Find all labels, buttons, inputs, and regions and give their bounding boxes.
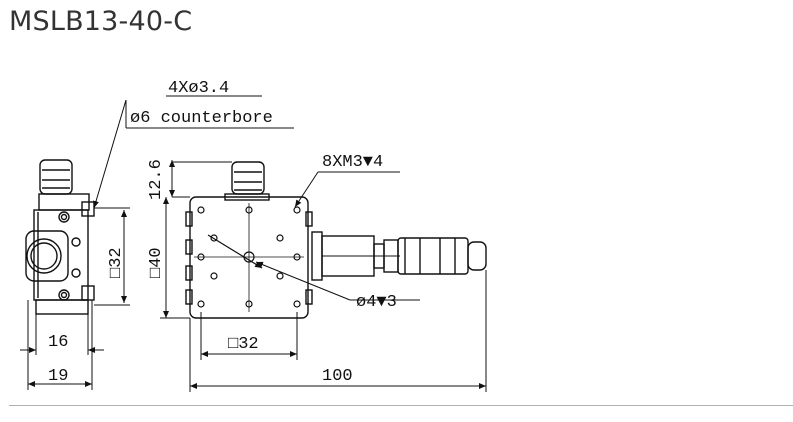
- side-view: [25, 159, 130, 390]
- counterbore-callout: ø6 counterbore: [130, 109, 273, 128]
- front-height-dim: □40: [147, 247, 166, 278]
- side-height-dim: □32: [107, 247, 126, 278]
- side-dimension-lines: [20, 210, 127, 387]
- pin-callout: ø4▼3: [356, 293, 397, 312]
- holes-callout: 4Xø3.4: [168, 79, 229, 98]
- length-100-dim: 100: [322, 367, 353, 386]
- top-dimension-lines: [160, 160, 487, 392]
- top-view: [185, 161, 487, 319]
- width-16-dim: 16: [48, 333, 68, 352]
- top-offset-dim: 12.6: [147, 159, 166, 200]
- tapped-callout: 8XM3▼4: [322, 153, 383, 172]
- bottom-rule: [9, 405, 793, 406]
- width-32-dim: □32: [228, 335, 259, 354]
- callout-leaders: [93, 95, 420, 301]
- width-19-dim: 19: [48, 367, 68, 386]
- model-title: MSLB13-40-C: [9, 6, 193, 37]
- stage-holes: [194, 203, 304, 312]
